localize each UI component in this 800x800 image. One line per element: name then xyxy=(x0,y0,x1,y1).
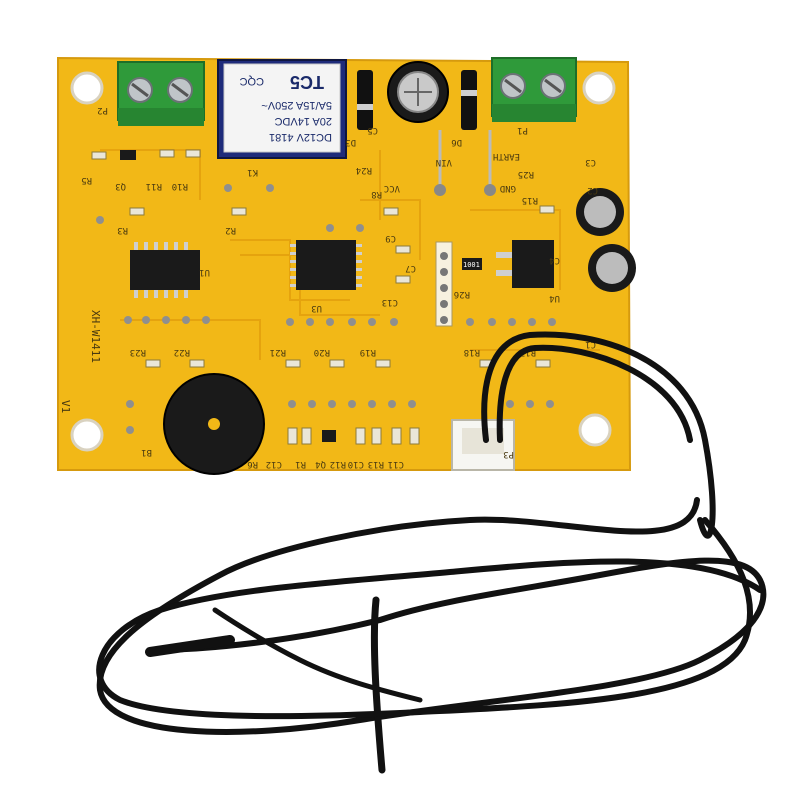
silkscreen-label-c4: C4 xyxy=(549,255,560,265)
silkscreen-label-u3: U3 xyxy=(311,303,322,313)
silkscreen-label-p1: P1 xyxy=(517,125,528,135)
silkscreen-label-vin: VIN xyxy=(436,157,452,167)
ic-u3 xyxy=(290,240,362,290)
silkscreen-label-r11: R11 xyxy=(146,181,162,191)
mounting-holes xyxy=(70,71,616,452)
buzzer xyxy=(163,373,265,475)
silkscreen-label-r1: R1 xyxy=(295,459,306,469)
resistor-code: 1001 xyxy=(463,261,480,269)
silkscreen-label-r3: R3 xyxy=(117,225,128,235)
header-pins xyxy=(435,241,453,327)
silkscreen-label-r19: R19 xyxy=(360,347,376,357)
silkscreen-label-c1: C1 xyxy=(585,339,596,349)
silkscreen-label-r21: R21 xyxy=(270,347,286,357)
silkscreen-label-d6: D6 xyxy=(451,137,462,147)
terminal-block-right xyxy=(491,57,577,122)
silkscreen-label-r25: R25 xyxy=(518,169,534,179)
silkscreen-label-p2: P2 xyxy=(97,105,108,115)
solder-pads xyxy=(96,184,556,434)
silkscreen-label-r13: R13 xyxy=(368,459,384,469)
silkscreen-label-u4: U4 xyxy=(549,293,560,303)
silkscreen-label-r12: R12 xyxy=(330,459,346,469)
silkscreen-label-q3: Q3 xyxy=(115,181,126,191)
silkscreen-label-r22: R22 xyxy=(174,347,190,357)
silkscreen-label-c13: C13 xyxy=(382,297,398,307)
silkscreen-label-r24: R24 xyxy=(356,165,372,175)
model-label: XH-W1411 xyxy=(89,310,102,363)
silkscreen-label-p3: P3 xyxy=(503,449,514,459)
diode-d3 xyxy=(357,70,373,130)
silkscreen-label-r5: R5 xyxy=(81,175,92,185)
regulator-u4 xyxy=(496,240,554,288)
capacitor-c5 xyxy=(387,61,449,123)
silkscreen-label-r23: R23 xyxy=(130,347,146,357)
silkscreen-label-c2: C2 xyxy=(587,185,598,195)
silkscreen-label-gnd: GND xyxy=(500,183,516,193)
silkscreen-label-r2: R2 xyxy=(225,225,236,235)
resistor-r26: 1001 xyxy=(462,258,482,270)
capacitor-c4 xyxy=(588,244,636,292)
silkscreen-label-k1: K1 xyxy=(247,167,258,177)
probe-tip xyxy=(145,635,235,657)
silkscreen-label-c12: C12 xyxy=(266,459,282,469)
smd-components xyxy=(91,149,555,445)
silkscreen-label-earth: EARTH xyxy=(493,151,520,161)
silkscreen-label-r6: R6 xyxy=(247,459,258,469)
silkscreen-label-r8: R8 xyxy=(371,189,382,199)
silkscreen-label-c7: C7 xyxy=(405,263,416,273)
silkscreen-label-r15: R15 xyxy=(522,195,538,205)
ic-u1 xyxy=(130,242,200,298)
terminal-block-left xyxy=(117,61,205,126)
silkscreen-label-d3: D3 xyxy=(345,137,356,147)
diode-d6 xyxy=(461,70,477,130)
silkscreen-label-vcc: VCC xyxy=(384,183,400,193)
silkscreen-label-c5: C5 xyxy=(367,125,378,135)
silkscreen-label-r26: R26 xyxy=(454,289,470,299)
relay-cert: CQC xyxy=(240,75,265,87)
silkscreen-label-u1: U1 xyxy=(199,267,210,277)
relay-brand: TC5 xyxy=(290,72,324,92)
silkscreen-label-c9: C9 xyxy=(385,233,396,243)
capacitor-c2 xyxy=(576,188,624,236)
relay-line-3: 5A/15A 250V~ xyxy=(261,99,332,111)
relay-line-2: 20A 14VDC xyxy=(274,115,332,127)
silkscreen-label-c3: C3 xyxy=(585,157,596,167)
silkscreen-label-r20: R20 xyxy=(314,347,330,357)
relay: DC12V 4181 20A 14VDC 5A/15A 250V~ TC5 CQ… xyxy=(217,59,347,159)
silkscreen-label-c10: C10 xyxy=(348,459,364,469)
version-label: V1 xyxy=(59,400,72,413)
relay-line-1: DC12V 4181 xyxy=(269,131,332,143)
silkscreen-label-r10: R10 xyxy=(172,181,188,191)
silkscreen-label-q4: Q4 xyxy=(315,459,326,469)
jumper-wires xyxy=(434,130,496,196)
silkscreen-label-c11: C11 xyxy=(388,459,404,469)
silkscreen-label-r18: R18 xyxy=(464,347,480,357)
silkscreen-label-b1: B1 xyxy=(141,447,152,457)
